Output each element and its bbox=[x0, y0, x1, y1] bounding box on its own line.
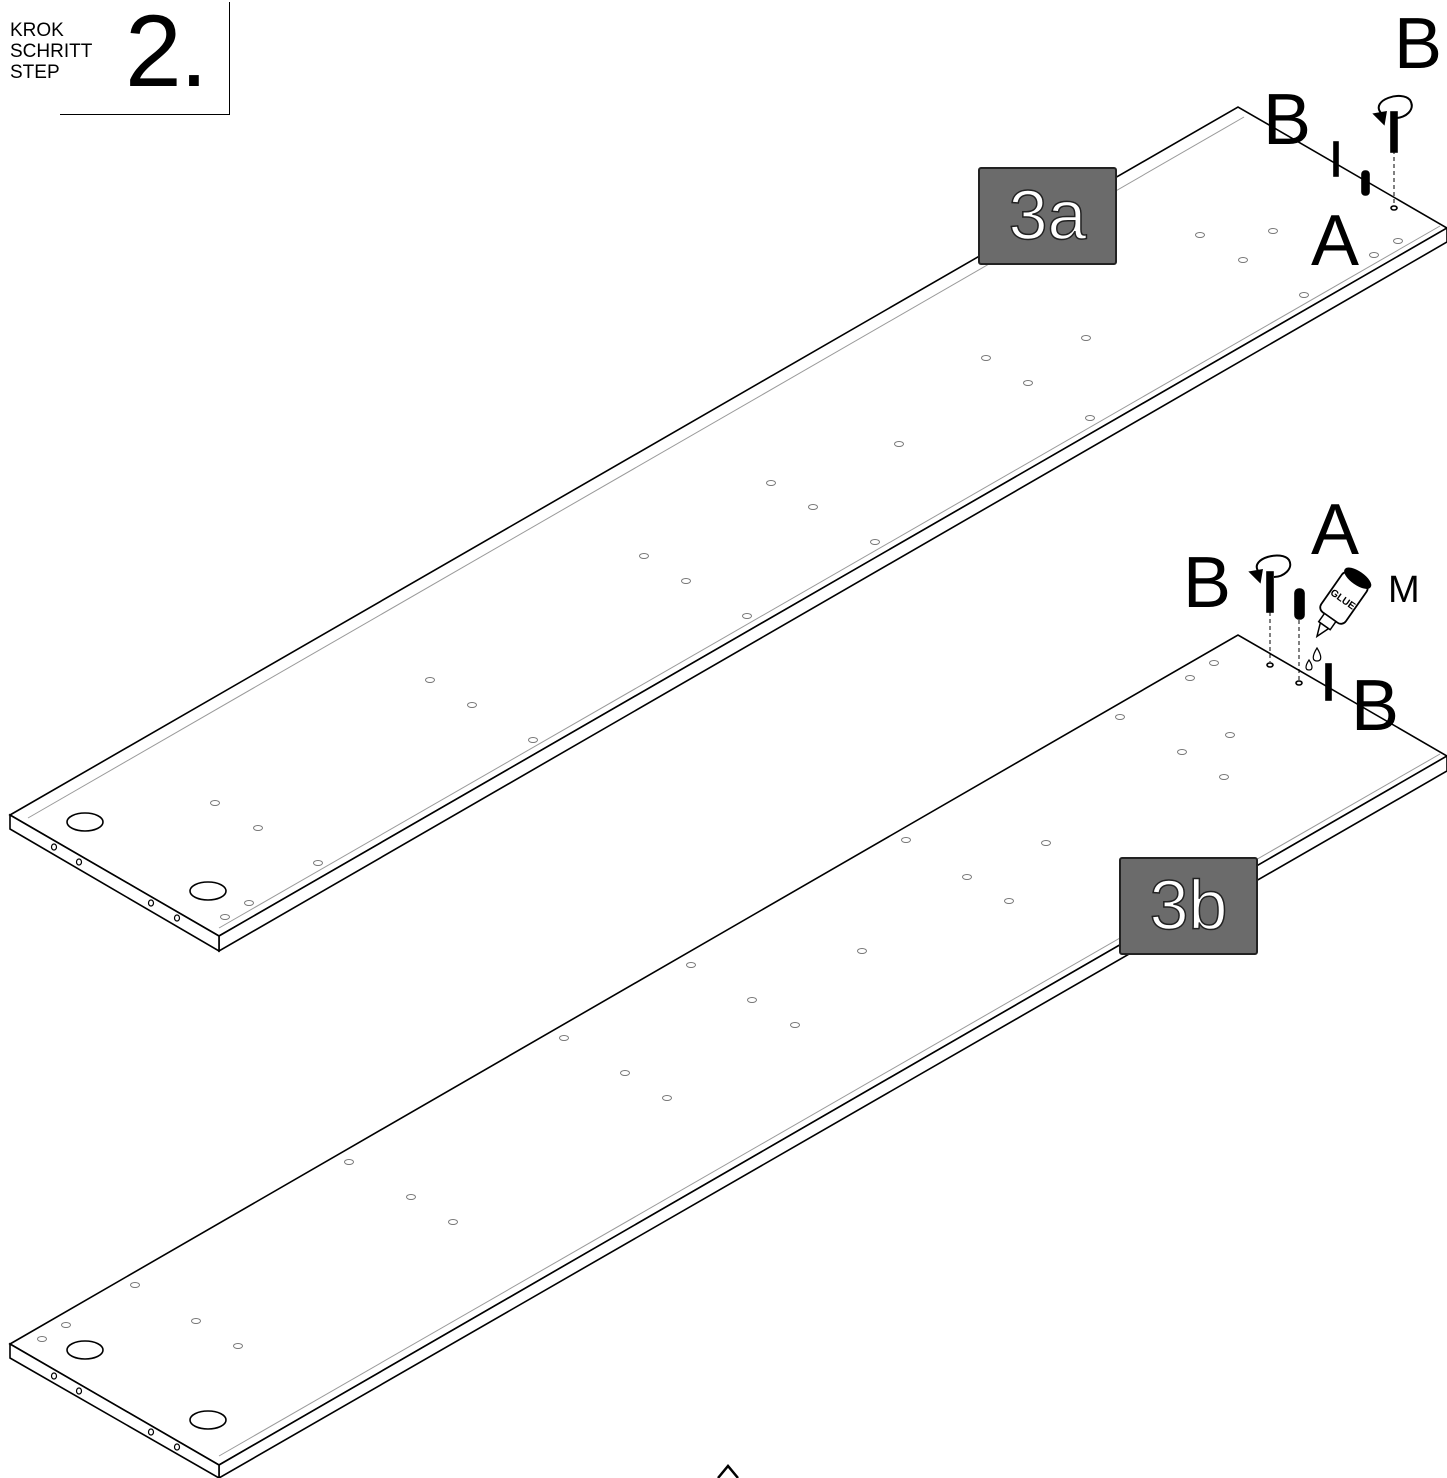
part-label-b: B bbox=[1351, 666, 1400, 746]
rotate-arrow-icon bbox=[1255, 554, 1292, 578]
panel-3a-dowel-holes bbox=[210, 228, 1403, 920]
glue-drop-icon bbox=[1312, 646, 1322, 662]
part-label-b: B bbox=[1263, 80, 1312, 160]
panel-3b-fittings: GLUE bbox=[1248, 554, 1372, 701]
glue-drop-icon bbox=[1305, 658, 1313, 671]
panel-3b-edge-holes bbox=[50, 1372, 181, 1451]
rotate-arrow-icon bbox=[1377, 94, 1413, 119]
screw-icon bbox=[1333, 141, 1339, 177]
panel-3a bbox=[8, 94, 1447, 953]
step-words: KROK SCHRITT STEP bbox=[10, 20, 92, 83]
dowel-icon bbox=[1361, 170, 1370, 196]
rotate-arrow-head-icon bbox=[1248, 569, 1263, 584]
panel-3a-large-hole bbox=[66, 812, 104, 832]
panel-3a-edge-holes bbox=[50, 843, 181, 922]
panel-3b-large-hole bbox=[189, 1410, 227, 1430]
part-label-b: B bbox=[1394, 4, 1443, 84]
panel-3a-fittings bbox=[1333, 94, 1413, 211]
dowel-icon bbox=[1294, 588, 1305, 620]
panel-label-3b: 3b bbox=[1119, 857, 1258, 955]
part-label-a: A bbox=[1311, 490, 1360, 570]
part-label-b: B bbox=[1183, 543, 1232, 623]
step-word-step: STEP bbox=[10, 62, 60, 83]
part-label-a: A bbox=[1311, 201, 1360, 281]
step-indicator bbox=[60, 2, 230, 115]
screw-icon bbox=[1325, 663, 1332, 701]
step-number: 2. bbox=[125, 0, 208, 108]
rotate-arrow-head-icon bbox=[1372, 111, 1387, 126]
panel-3b-side-edge bbox=[9, 1342, 220, 1478]
screw-icon bbox=[1390, 111, 1398, 153]
step-word-krok: KROK bbox=[10, 20, 64, 41]
panel-3b-large-hole bbox=[66, 1340, 104, 1360]
direction-arrow-icon bbox=[717, 1464, 739, 1478]
step-word-schritt: SCHRITT bbox=[10, 41, 93, 62]
panel-3a-large-hole bbox=[189, 881, 227, 901]
panel-label-3a: 3a bbox=[978, 167, 1117, 265]
screw-icon bbox=[1266, 571, 1274, 613]
panel-3b-dowel-holes bbox=[37, 660, 1235, 1349]
panel-3a-inner-edge-2 bbox=[218, 225, 1441, 929]
part-label-m: M bbox=[1388, 569, 1420, 611]
panel-3a-side-edge bbox=[9, 813, 220, 953]
glue-bottle-icon: GLUE bbox=[1315, 567, 1372, 639]
